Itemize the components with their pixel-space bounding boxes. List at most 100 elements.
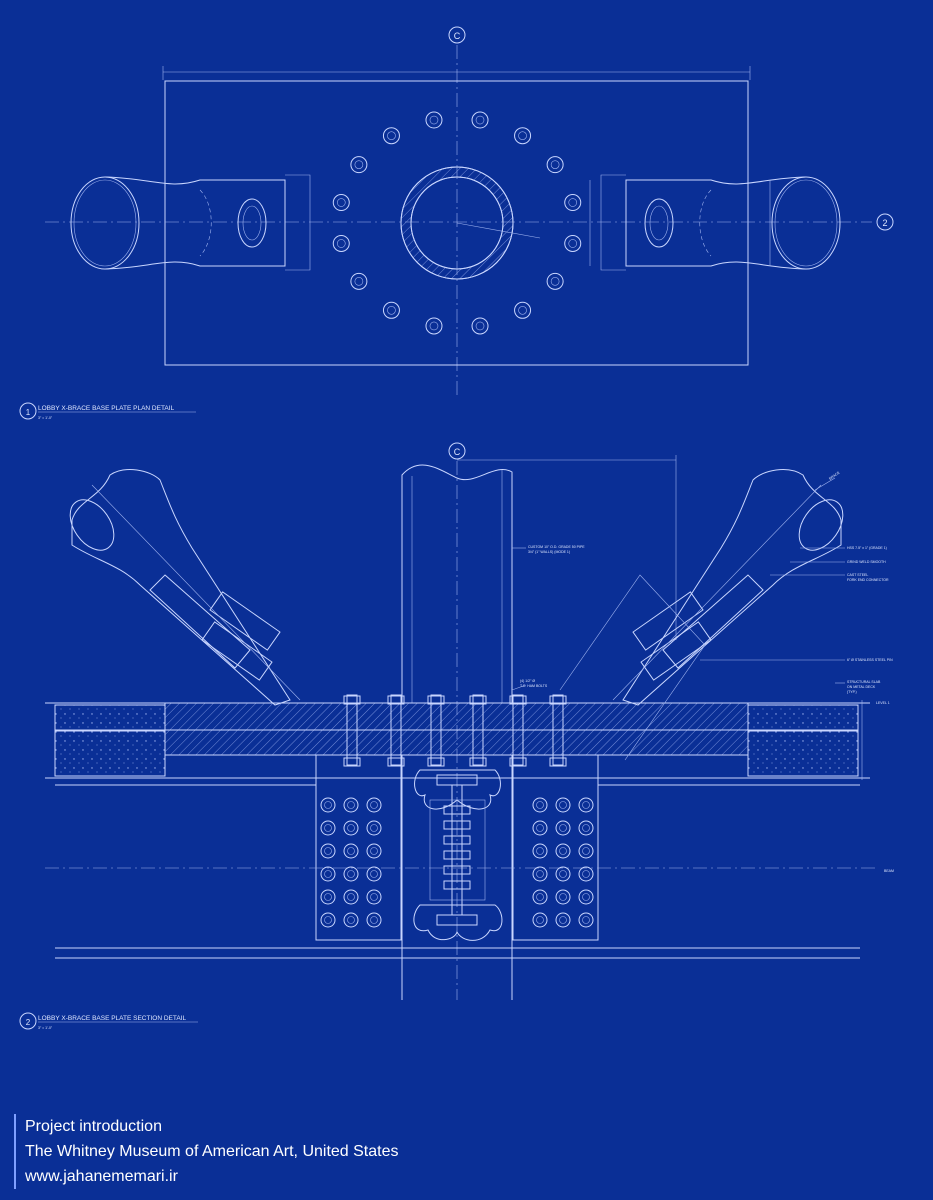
connection-bolt bbox=[532, 797, 548, 813]
note-grind: GRIND WELD SMOOTH bbox=[847, 560, 886, 564]
anchor-bolt bbox=[382, 301, 400, 319]
connection-bolt bbox=[366, 820, 382, 836]
connection-bolt bbox=[343, 912, 359, 928]
web-bolt bbox=[443, 820, 471, 830]
anchor-bolt bbox=[564, 234, 582, 252]
connection-bolt bbox=[555, 820, 571, 836]
anchor-bolt bbox=[552, 694, 564, 766]
connection-bolt bbox=[320, 797, 336, 813]
caption-project-name: The Whitney Museum of American Art, Unit… bbox=[25, 1143, 399, 1160]
connection-bolt bbox=[532, 866, 548, 882]
connection-bolt bbox=[366, 843, 382, 859]
column-pipe-section bbox=[401, 464, 513, 704]
connection-bolt bbox=[532, 912, 548, 928]
section-detail: C bbox=[45, 442, 894, 1000]
right-fork-connector bbox=[600, 174, 841, 271]
anchor-bolt bbox=[382, 127, 400, 145]
connection-bolt bbox=[343, 866, 359, 882]
connection-bolt bbox=[555, 797, 571, 813]
connection-bolt bbox=[532, 889, 548, 905]
detail-2-label: LOBBY X-BRACE BASE PLATE SECTION DETAIL bbox=[38, 1015, 186, 1022]
web-bolt bbox=[443, 865, 471, 875]
connection-bolt bbox=[320, 912, 336, 928]
connection-bolt bbox=[578, 843, 594, 859]
i-beam-section bbox=[413, 769, 503, 941]
detail-1-scale: 3" = 1'-0" bbox=[38, 416, 53, 420]
connection-bolt bbox=[366, 797, 382, 813]
connection-bolt bbox=[320, 843, 336, 859]
connection-bolt bbox=[320, 889, 336, 905]
detail-1-title: 1 LOBBY X-BRACE BASE PLATE PLAN DETAIL 3… bbox=[19, 402, 196, 420]
connection-bolt bbox=[578, 866, 594, 882]
connection-bolt bbox=[343, 843, 359, 859]
note-slab-2: ON METAL DECK bbox=[847, 685, 876, 689]
anchor-bolt bbox=[546, 156, 564, 174]
web-bolt bbox=[443, 880, 471, 890]
note-hss: HSS 7.5" x 1" (GRADE 1) bbox=[847, 546, 887, 550]
right-brace bbox=[559, 469, 844, 761]
anchor-bolt bbox=[430, 694, 442, 766]
connection-bolt bbox=[555, 866, 571, 882]
note-slab-3: (TYP.) bbox=[847, 690, 857, 694]
connection-bolt bbox=[532, 820, 548, 836]
anchor-bolt bbox=[546, 272, 564, 290]
anchor-bolt bbox=[350, 156, 368, 174]
anchor-bolts-section bbox=[343, 694, 567, 767]
connection-bolt bbox=[578, 889, 594, 905]
left-brace bbox=[69, 469, 301, 706]
grid-marker-2: 2 bbox=[882, 218, 887, 228]
note-pipe-1: CUSTOM 10" O.D. GRADE 50 PIPE bbox=[528, 545, 585, 549]
connection-bolt bbox=[366, 866, 382, 882]
note-beam: BEAM bbox=[884, 869, 894, 873]
caption-heading: Project introduction bbox=[25, 1118, 162, 1135]
anchor-bolt bbox=[472, 694, 484, 766]
note-bolts-1: (4) 1/2" Ø bbox=[520, 679, 535, 683]
note-pin: 6" Ø STAINLESS STEEL PIN bbox=[847, 658, 893, 662]
note-cast-1: CAST STEEL bbox=[847, 573, 868, 577]
web-bolt bbox=[443, 805, 471, 815]
note-level: LEVEL 1 bbox=[876, 701, 890, 705]
note-brace: BRACE bbox=[828, 470, 841, 481]
note-slab-1: STRUCTURAL SLAB bbox=[847, 680, 881, 684]
anchor-bolt bbox=[425, 317, 443, 335]
connection-bolt bbox=[343, 889, 359, 905]
base-plate-plan bbox=[164, 80, 749, 366]
connection-bolt bbox=[343, 820, 359, 836]
connection-bolt bbox=[578, 912, 594, 928]
anchor-bolt bbox=[471, 317, 489, 335]
section-notes: CUSTOM 10" O.D. GRADE 50 PIPE 3/4" (1" W… bbox=[511, 470, 894, 873]
connection-bolt bbox=[532, 843, 548, 859]
note-cast-2: FORK END CONNECTOR bbox=[847, 578, 889, 582]
anchor-bolt bbox=[425, 111, 443, 129]
plan-detail: C 2 bbox=[45, 26, 894, 395]
connection-bolt bbox=[320, 820, 336, 836]
grid-marker-c-top: C bbox=[454, 31, 461, 41]
anchor-bolt bbox=[564, 194, 582, 212]
connection-bolt bbox=[555, 889, 571, 905]
connection-bolt bbox=[555, 912, 571, 928]
anchor-bolt bbox=[390, 694, 402, 766]
anchor-bolt bbox=[471, 111, 489, 129]
caption-website-link[interactable]: www.jahanememari.ir bbox=[25, 1168, 178, 1185]
connection-bolt bbox=[366, 912, 382, 928]
detail-2-title: 2 LOBBY X-BRACE BASE PLATE SECTION DETAI… bbox=[19, 1012, 198, 1030]
detail-1-number: 1 bbox=[26, 408, 31, 417]
connection-bolt bbox=[555, 843, 571, 859]
note-bolts-2: T.C. HAM BOLTS bbox=[520, 684, 548, 688]
anchor-bolt bbox=[332, 194, 350, 212]
detail-2-scale: 3" = 1'-0" bbox=[38, 1026, 53, 1030]
web-bolt bbox=[443, 835, 471, 845]
anchor-bolt bbox=[332, 234, 350, 252]
connection-bolt bbox=[578, 820, 594, 836]
web-bolt bbox=[443, 850, 471, 860]
connection-bolt bbox=[320, 866, 336, 882]
anchor-bolt-ring bbox=[332, 111, 582, 335]
caption-block: Project introduction The Whitney Museum … bbox=[14, 1114, 399, 1189]
note-pipe-2: 3/4" (1" WALLS) (MODE 1) bbox=[528, 550, 570, 554]
connection-bolt bbox=[343, 797, 359, 813]
anchor-bolt bbox=[514, 301, 532, 319]
grid-marker-c-section: C bbox=[454, 447, 461, 457]
connection-bolt bbox=[578, 797, 594, 813]
detail-2-number: 2 bbox=[26, 1018, 31, 1027]
